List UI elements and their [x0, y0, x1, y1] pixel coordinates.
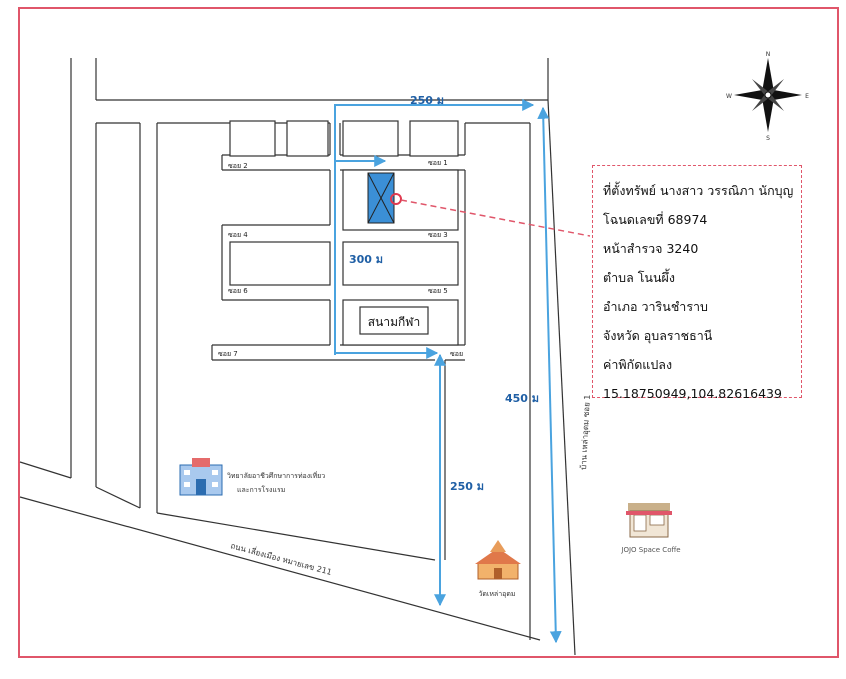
location-marker: [390, 193, 402, 205]
coords-value: 15.18750949,104.82616439: [603, 386, 782, 401]
alley-soi-6: ซอย 6: [228, 287, 248, 295]
compass-n: N: [766, 51, 771, 58]
stadium-box: [359, 306, 429, 335]
school-icon: [179, 458, 223, 496]
alley-soi-8: ซอย: [450, 350, 463, 358]
survey-page: หน้าสำรวจ 3240: [603, 241, 699, 256]
distance-right: 450 ม: [505, 392, 539, 405]
route-lines: [334, 99, 562, 644]
stadium-label: สนามกีฬา: [368, 315, 420, 329]
school-label-line1: วิทยาลัยอาชีวศึกษาการท่องเที่ยว: [227, 471, 325, 480]
side-road-label: บ้าน เหล่าอุดม ซอย 1: [579, 394, 592, 470]
province: จังหวัด อุบลราชธานี: [603, 328, 713, 343]
map-frame: [18, 7, 839, 658]
compass-e: E: [805, 93, 809, 100]
compass-rose-icon: [734, 58, 802, 132]
alley-soi-2: ซอย 2: [228, 162, 248, 170]
property-plot: [367, 172, 395, 224]
distance-top: 250 ม: [410, 94, 444, 107]
property-info-box: ที่ตั้งทรัพย์ นางสาว วรรณิภา นักบุญ โฉนด…: [592, 165, 802, 401]
school-label-line2: และการโรงแรม: [237, 485, 285, 494]
highway-label: ถนน เลี่ยงเมือง หมายเลข 211: [229, 539, 333, 577]
compass-w: W: [726, 93, 732, 100]
distance-lower: 250 ม: [450, 480, 484, 493]
cafe-icon: [626, 503, 672, 538]
alley-soi-7: ซอย 7: [218, 350, 238, 358]
owner-line: ที่ตั้งทรัพย์ นางสาว วรรณิภา นักบุญ: [603, 183, 794, 198]
alley-soi-1: ซอย 1: [428, 159, 448, 167]
distance-center: 300 ม: [349, 253, 383, 266]
district: อำเภอ วารินชำราบ: [603, 299, 708, 314]
alley-soi-4: ซอย 4: [228, 231, 248, 239]
cafe-label: JOJO Space Coffe: [620, 546, 680, 554]
alley-soi-5: ซอย 5: [428, 287, 448, 295]
deed-number: โฉนดเลขที่ 68974: [603, 212, 708, 227]
alley-soi-3: ซอย 3: [428, 231, 448, 239]
temple-icon: [475, 540, 521, 580]
subdistrict: ตำบล โนนผึ้ง: [603, 270, 675, 285]
compass-s: S: [766, 135, 770, 142]
temple-label: วัดเหล่าอุดม: [478, 590, 515, 598]
coords-label: ค่าพิกัดแปลง: [603, 357, 673, 372]
